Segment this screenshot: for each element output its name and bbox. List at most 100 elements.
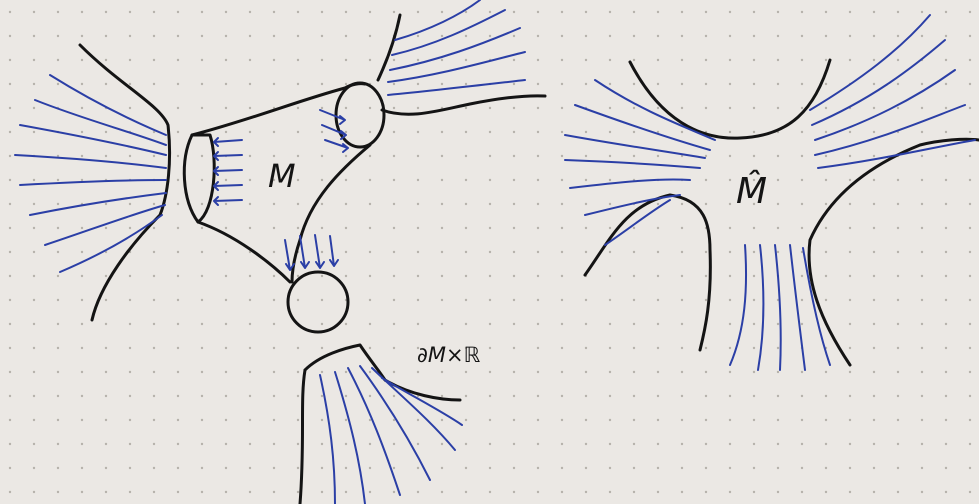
grid-dot (441, 227, 443, 229)
grid-dot (945, 371, 947, 373)
grid-dot (441, 491, 443, 493)
grid-dot (585, 395, 587, 397)
grid-dot (513, 83, 515, 85)
grid-dot (561, 251, 563, 253)
grid-dot (129, 203, 131, 205)
grid-dot (249, 371, 251, 373)
grid-dot (273, 395, 275, 397)
grid-dot (33, 299, 35, 301)
grid-dot (441, 203, 443, 205)
grid-dot (9, 179, 11, 181)
grid-dot (513, 251, 515, 253)
grid-dot (105, 491, 107, 493)
grid-dot (33, 275, 35, 277)
grid-dot (153, 227, 155, 229)
grid-dot (489, 155, 491, 157)
grid-dot (129, 395, 131, 397)
grid-dot (273, 323, 275, 325)
grid-dot (873, 275, 875, 277)
grid-dot (465, 155, 467, 157)
grid-dot (801, 179, 803, 181)
grid-dot (945, 35, 947, 37)
grid-dot (513, 443, 515, 445)
grid-dot (537, 299, 539, 301)
grid-dot (801, 395, 803, 397)
grid-dot (33, 131, 35, 133)
grid-dot (321, 107, 323, 109)
grid-dot (129, 227, 131, 229)
grid-dot (33, 35, 35, 37)
grid-dot (705, 59, 707, 61)
grid-dot (489, 443, 491, 445)
grid-dot (753, 59, 755, 61)
grid-dot (849, 371, 851, 373)
grid-dot (513, 155, 515, 157)
grid-dot (633, 11, 635, 13)
grid-dot (225, 35, 227, 37)
grid-dot (705, 179, 707, 181)
grid-dot (33, 59, 35, 61)
grid-dot (105, 59, 107, 61)
grid-dot (777, 107, 779, 109)
grid-dot (537, 107, 539, 109)
grid-dot (465, 251, 467, 253)
grid-dot (81, 179, 83, 181)
grid-dot (441, 419, 443, 421)
grid-dot (753, 107, 755, 109)
grid-dot (153, 491, 155, 493)
grid-dot (681, 443, 683, 445)
grid-dot (465, 467, 467, 469)
grid-dot (489, 275, 491, 277)
grid-dot (681, 83, 683, 85)
grid-dot (201, 179, 203, 181)
grid-dot (945, 179, 947, 181)
grid-dot (9, 371, 11, 373)
grid-dot (729, 275, 731, 277)
grid-dot (897, 227, 899, 229)
grid-dot (777, 179, 779, 181)
grid-dot (729, 35, 731, 37)
grid-dot (849, 179, 851, 181)
grid-dot (129, 155, 131, 157)
grid-dot (945, 227, 947, 229)
grid-dot (249, 299, 251, 301)
grid-dot (297, 371, 299, 373)
grid-dot (105, 371, 107, 373)
grid-dot (345, 11, 347, 13)
grid-dot (897, 491, 899, 493)
grid-dot (657, 251, 659, 253)
grid-dot (897, 299, 899, 301)
grid-dot (9, 59, 11, 61)
grid-dot (57, 227, 59, 229)
grid-dot (201, 323, 203, 325)
grid-dot (825, 251, 827, 253)
grid-dot (729, 491, 731, 493)
grid-dot (297, 347, 299, 349)
grid-dot (465, 299, 467, 301)
grid-dot (873, 155, 875, 157)
grid-dot (681, 419, 683, 421)
grid-dot (945, 467, 947, 469)
grid-dot (465, 371, 467, 373)
grid-dot (57, 323, 59, 325)
grid-dot (969, 179, 971, 181)
grid-dot (273, 251, 275, 253)
grid-dot (825, 155, 827, 157)
grid-dot (897, 179, 899, 181)
grid-dot (225, 59, 227, 61)
grid-dot (681, 275, 683, 277)
grid-dot (513, 131, 515, 133)
grid-dot (609, 131, 611, 133)
grid-dot (369, 155, 371, 157)
grid-dot (489, 299, 491, 301)
grid-dot (105, 443, 107, 445)
grid-dot (825, 395, 827, 397)
grid-dot (177, 467, 179, 469)
grid-dot (441, 443, 443, 445)
grid-dot (801, 467, 803, 469)
grid-dot (417, 371, 419, 373)
grid-dot (561, 203, 563, 205)
grid-dot (393, 467, 395, 469)
grid-dot (705, 107, 707, 109)
grid-dot (417, 107, 419, 109)
